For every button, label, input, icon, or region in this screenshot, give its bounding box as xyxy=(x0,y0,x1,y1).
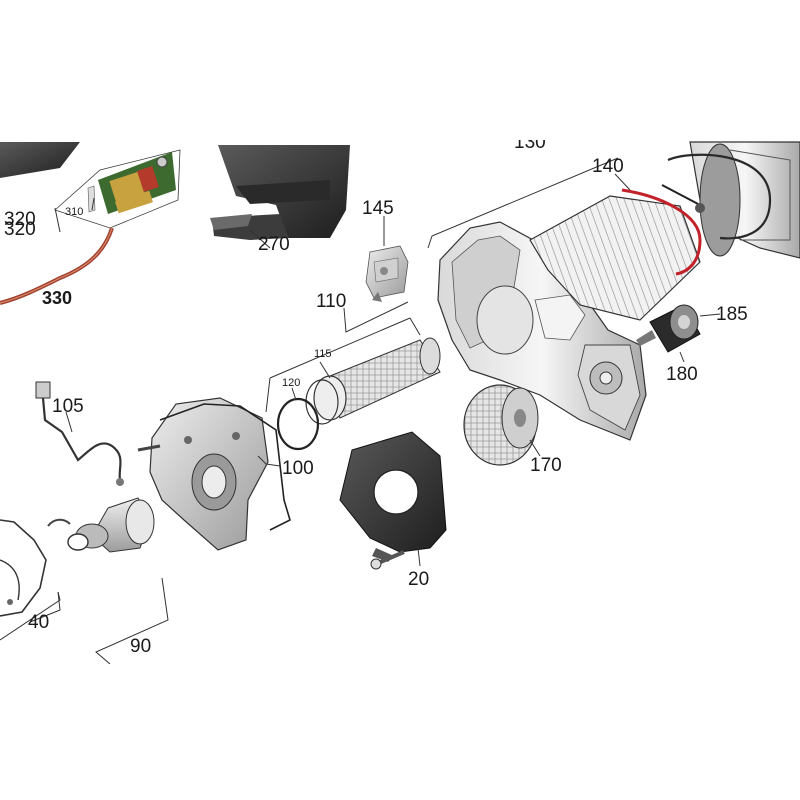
screw-20 xyxy=(370,550,405,570)
label-140: 140 xyxy=(592,156,624,177)
combustion-tube-115 xyxy=(305,337,441,425)
label-180: 180 xyxy=(666,364,698,385)
label-100: 100 xyxy=(282,458,314,479)
top-margin xyxy=(0,0,800,140)
label-115: 115 xyxy=(314,348,332,360)
bottom-margin xyxy=(0,664,800,800)
label-185: 185 xyxy=(716,304,748,325)
label-330: 330 xyxy=(42,288,72,308)
leader-lines xyxy=(0,157,721,665)
rear-housing-100 xyxy=(137,397,291,551)
label-320a: 320 xyxy=(4,209,36,230)
label-120: 120 xyxy=(282,377,300,389)
label-90: 90 xyxy=(130,636,151,657)
terminal-block-145 xyxy=(365,245,409,302)
label-145: 145 xyxy=(362,198,394,219)
label-310: 310 xyxy=(65,206,83,218)
duct-outlet-270 xyxy=(0,142,350,240)
label-105: 105 xyxy=(52,396,84,417)
gasket-40 xyxy=(0,519,47,617)
cable-330 xyxy=(0,227,114,305)
sensor-cable-105 xyxy=(35,381,124,486)
burner-cylinder xyxy=(667,141,800,259)
front-cover-20 xyxy=(339,431,447,562)
label-110: 110 xyxy=(316,291,346,312)
label-170: 170 xyxy=(530,455,562,476)
heater-housing-130 xyxy=(437,184,702,441)
sealing-ring-120 xyxy=(276,397,320,451)
label-40: 40 xyxy=(28,612,49,633)
glow-plug-90 xyxy=(47,497,155,553)
fan-motor-180 xyxy=(636,304,701,353)
fan-impeller-170 xyxy=(463,384,539,466)
label-20: 20 xyxy=(408,569,429,590)
label-270: 270 xyxy=(258,234,290,255)
label-320b: 320 xyxy=(4,219,36,240)
control-board-320 xyxy=(54,149,181,229)
